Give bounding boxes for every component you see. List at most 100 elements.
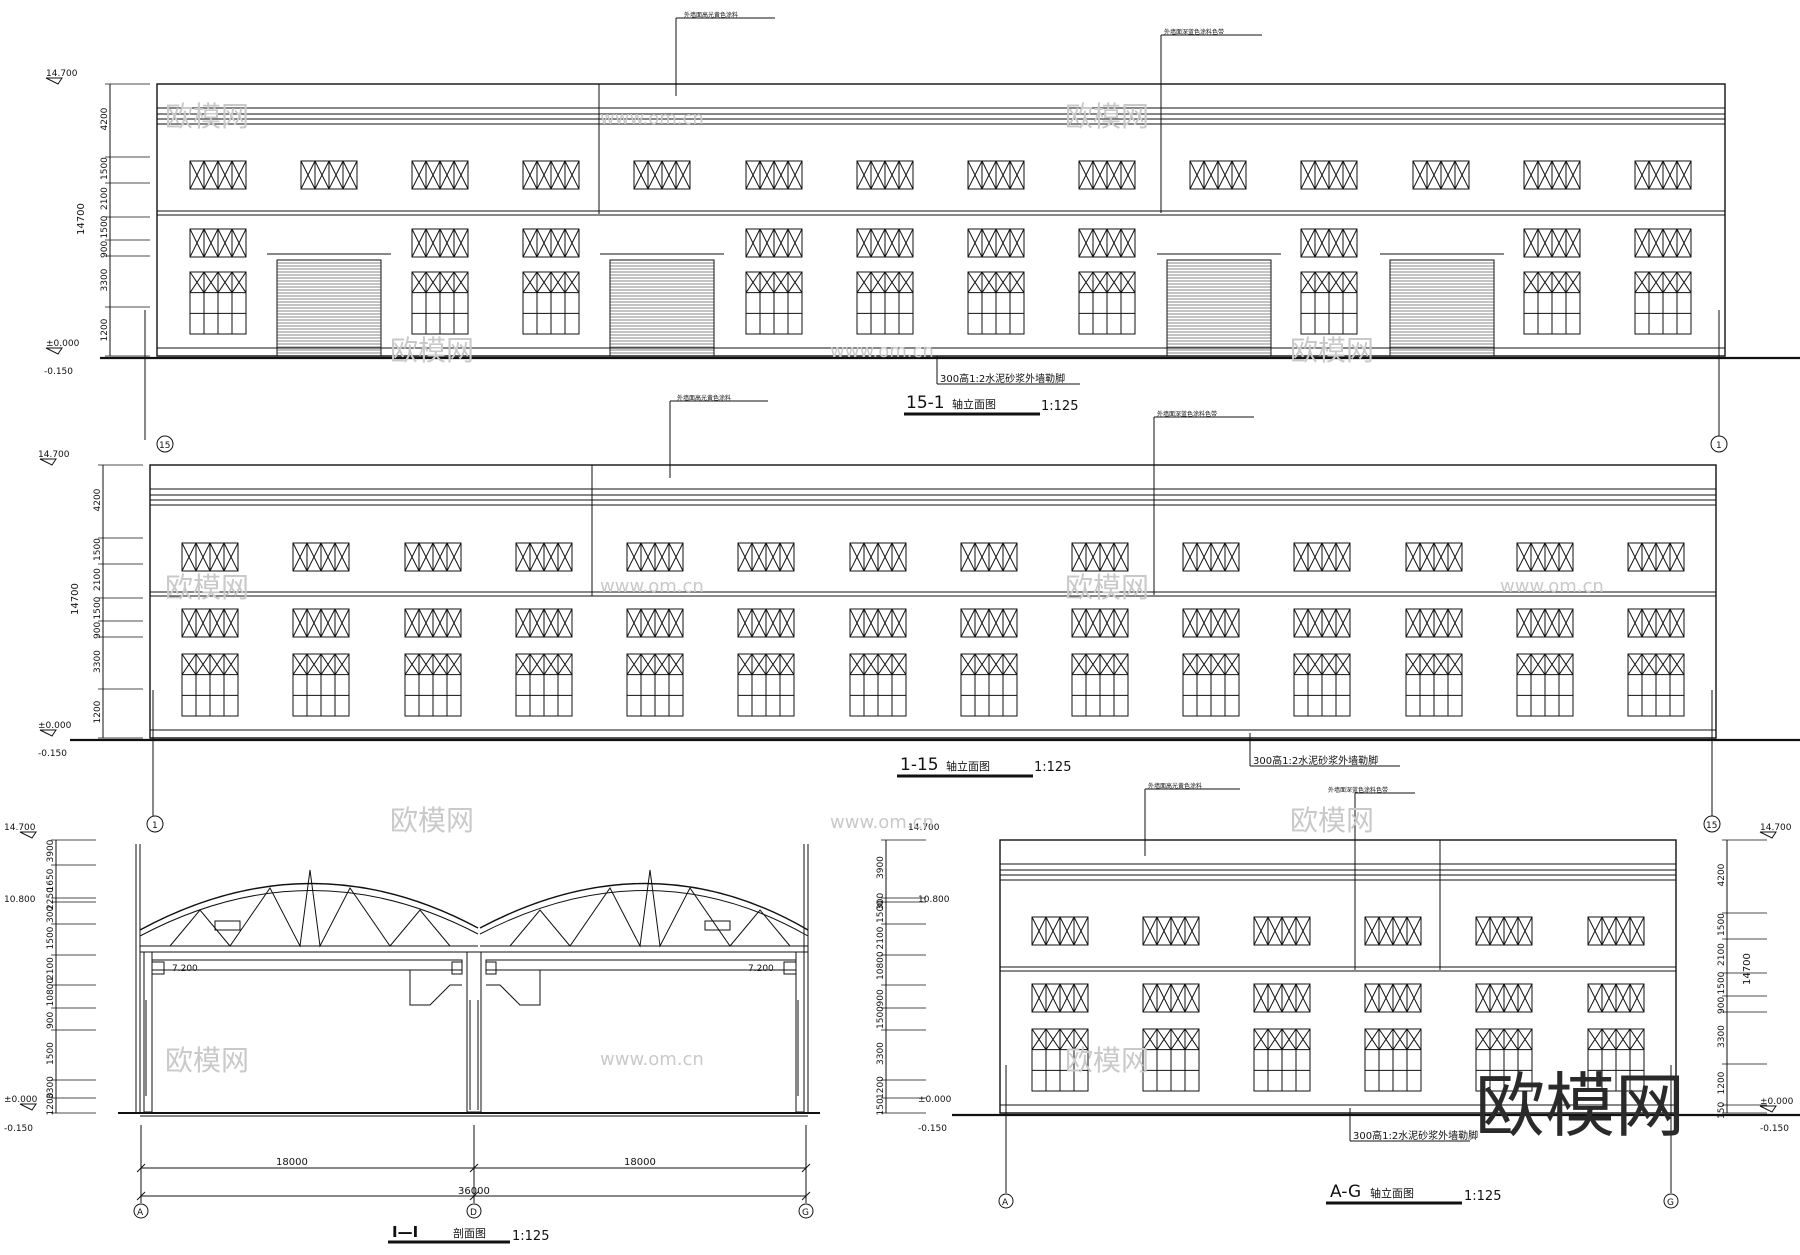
- e3-dim-label: 1200: [1717, 1071, 1727, 1094]
- e3-dim-label: 1500: [1717, 913, 1727, 936]
- s-dim-tick: [136, 1191, 146, 1201]
- window-cross: [1433, 653, 1449, 675]
- window-cross: [529, 542, 545, 572]
- window-cross: [981, 160, 997, 190]
- window-cross: [856, 271, 872, 293]
- window-cross: [1655, 542, 1671, 572]
- window-cross: [1537, 228, 1553, 258]
- window-cross: [446, 608, 462, 638]
- window-cross: [1059, 983, 1075, 1013]
- window: [404, 608, 462, 638]
- window: [522, 160, 580, 190]
- window: [745, 228, 803, 258]
- tall-window: [1071, 653, 1129, 717]
- s-mid-level-left: 10.800: [4, 895, 36, 905]
- window: [1031, 916, 1089, 946]
- window-cross: [1293, 608, 1309, 638]
- s-dim-tick: [801, 1191, 811, 1201]
- window-cross: [1530, 608, 1546, 638]
- window-cross: [863, 653, 879, 675]
- window-cross: [891, 653, 907, 675]
- window: [1516, 542, 1574, 572]
- window-cross: [981, 228, 997, 258]
- window-cross: [1634, 160, 1650, 190]
- s-axis-g: G: [802, 1208, 809, 1218]
- window: [1405, 608, 1463, 638]
- window-cross: [1406, 1028, 1422, 1050]
- window-cross: [404, 653, 420, 675]
- window-cross: [1281, 916, 1297, 946]
- tall-window: [1516, 653, 1574, 717]
- window-cross: [765, 608, 781, 638]
- e1-note-band: 外墙面深蓝色涂料色带: [1164, 28, 1224, 36]
- e3-level-marker-top: [1759, 831, 1777, 839]
- window-cross: [633, 160, 649, 190]
- s-right-dim-label: 3300: [876, 1042, 886, 1065]
- window-cross: [1565, 160, 1581, 190]
- e3-note-top: 外墙面高光黄色涂料: [1148, 782, 1202, 790]
- s-span-1: 18000: [276, 1157, 308, 1168]
- window-cross: [209, 542, 225, 572]
- window-cross: [640, 653, 656, 675]
- window-cross: [884, 228, 900, 258]
- window-cross: [765, 542, 781, 572]
- window-cross: [418, 608, 434, 638]
- window-cross: [626, 542, 642, 572]
- window-cross: [1307, 608, 1323, 638]
- window-cross: [1099, 653, 1115, 675]
- window-cross: [306, 608, 322, 638]
- tall-window: [849, 653, 907, 717]
- window-cross: [1267, 916, 1283, 946]
- window-cross: [231, 271, 247, 293]
- e2-below-level: -0.150: [38, 749, 67, 759]
- window: [633, 160, 691, 190]
- window-cross: [1551, 228, 1567, 258]
- window-cross: [988, 608, 1004, 638]
- rolling-door: [276, 259, 382, 357]
- e3-title: A-G: [1330, 1182, 1361, 1202]
- e1-axis-bubble-left: [156, 435, 174, 453]
- window-cross: [1335, 542, 1351, 572]
- window-cross: [1073, 983, 1089, 1013]
- window-cross: [1224, 653, 1240, 675]
- window: [1182, 542, 1240, 572]
- window-cross: [515, 653, 531, 675]
- s-mid-level-right: 10.800: [918, 895, 950, 905]
- window-cross: [1328, 271, 1344, 293]
- window-cross: [1516, 542, 1532, 572]
- window-cross: [1405, 608, 1421, 638]
- e3-dim-label: 4200: [1717, 863, 1727, 886]
- window-cross: [1662, 271, 1678, 293]
- e3-title-suffix: 轴立面图: [1370, 1186, 1414, 1200]
- window-cross: [737, 542, 753, 572]
- rolling-door: [1166, 259, 1272, 357]
- window-cross: [1523, 228, 1539, 258]
- window-cross: [640, 608, 656, 638]
- window-cross: [1641, 653, 1657, 675]
- e2-dim-label: 1200: [93, 700, 103, 723]
- window-cross: [974, 542, 990, 572]
- window-cross: [203, 271, 219, 293]
- s-top-level-right: 14.700: [908, 823, 940, 833]
- window-cross: [557, 542, 573, 572]
- window-cross: [737, 653, 753, 675]
- s-axis-a: A: [137, 1208, 144, 1218]
- window-cross: [1648, 271, 1664, 293]
- window-cross: [1009, 271, 1025, 293]
- e2-axis-left: 1: [152, 821, 158, 831]
- window-cross: [1002, 608, 1018, 638]
- window-cross: [1184, 1028, 1200, 1050]
- s-ground-level-right: ±0.000: [918, 1095, 952, 1105]
- window-cross: [203, 228, 219, 258]
- window-cross: [292, 608, 308, 638]
- window-cross: [1426, 160, 1442, 190]
- window-cross: [787, 228, 803, 258]
- window-cross: [306, 653, 322, 675]
- window-cross: [411, 228, 427, 258]
- window-cross: [223, 608, 239, 638]
- window-cross: [1601, 916, 1617, 946]
- window-cross: [446, 653, 462, 675]
- window: [292, 542, 350, 572]
- window-cross: [647, 160, 663, 190]
- window-cross: [745, 228, 761, 258]
